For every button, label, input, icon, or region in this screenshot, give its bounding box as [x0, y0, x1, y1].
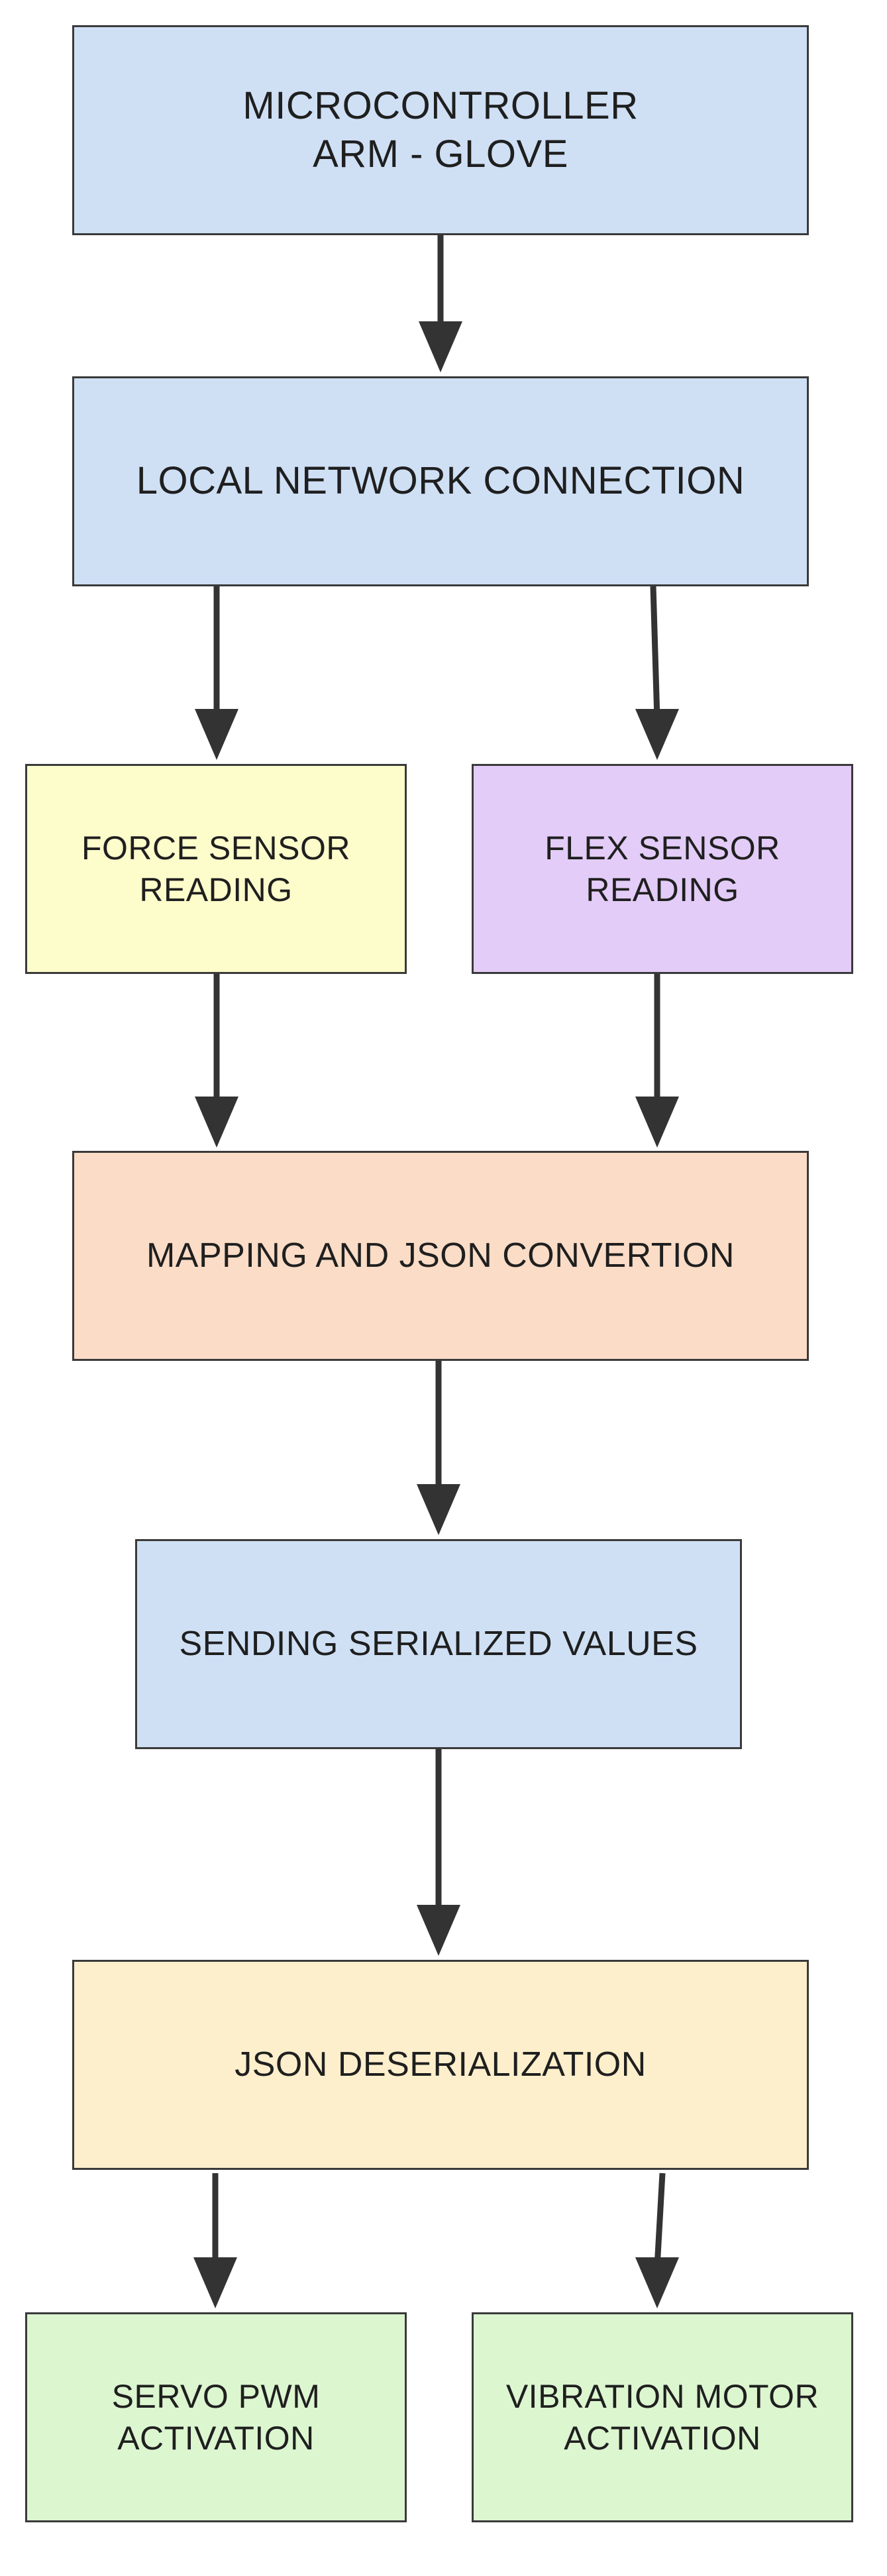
node-label-line: ACTIVATION: [117, 2419, 315, 2457]
node-label-line: SERVO PWM: [111, 2378, 321, 2415]
edge-n5-n6-arrowhead: [417, 1484, 460, 1535]
node-json-deserialization: JSON DESERIALIZATION: [72, 1960, 809, 2170]
node-sending-serialized-values: SENDING SERIALIZED VALUES: [135, 1539, 742, 1749]
node-label-line: LOCAL NETWORK CONNECTION: [136, 459, 745, 503]
edge-n7-n9-line: [654, 2173, 666, 2268]
node-label-line: ACTIVATION: [564, 2419, 761, 2457]
edge-n3-n5-arrowhead: [195, 1097, 238, 1148]
node-label-line: SENDING SERIALIZED VALUES: [179, 1625, 698, 1663]
node-microcontroller-arm-glove: MICROCONTROLLER ARM - GLOVE: [72, 25, 809, 235]
node-label-line: READING: [586, 871, 739, 908]
node-label-line: MAPPING AND JSON CONVERTION: [146, 1236, 735, 1275]
edge-n7-n9: [635, 2173, 679, 2308]
edge-n3-n5: [195, 974, 238, 1148]
edge-n2-n4-line: [650, 586, 660, 720]
node-label-line: MICROCONTROLLER: [242, 84, 639, 127]
edge-n2-n3: [195, 586, 238, 760]
node-label-line: JSON DESERIALIZATION: [235, 2045, 647, 2084]
node-label-line: VIBRATION MOTOR: [505, 2378, 819, 2415]
edge-n2-n3-arrowhead: [195, 709, 238, 760]
edge-n2-n4-arrowhead: [635, 709, 679, 760]
edge-n6-n7-arrowhead: [417, 1905, 460, 1956]
node-label-line: FORCE SENSOR: [81, 830, 351, 867]
edge-n1-n2: [419, 235, 462, 372]
node-label-line: FLEX SENSOR: [545, 830, 780, 867]
edge-n4-n5: [635, 974, 679, 1148]
node-servo-pwm-activation: SERVO PWM ACTIVATION: [25, 2312, 407, 2522]
edge-n6-n7: [417, 1749, 460, 1956]
edge-n7-n9-arrowhead: [635, 2257, 679, 2308]
edge-n4-n5-arrowhead: [635, 1097, 679, 1148]
node-vibration-motor-activation: VIBRATION MOTOR ACTIVATION: [472, 2312, 853, 2522]
edge-n7-n8-arrowhead: [193, 2257, 237, 2308]
node-flex-sensor-reading: FLEX SENSOR READING: [472, 764, 853, 974]
node-mapping-json-convertion: MAPPING AND JSON CONVERTION: [72, 1151, 809, 1361]
node-local-network-connection: LOCAL NETWORK CONNECTION: [72, 376, 809, 586]
edge-n5-n6: [417, 1361, 460, 1535]
node-label-line: READING: [139, 871, 293, 908]
edge-n1-n2-arrowhead: [419, 321, 462, 372]
node-label-line: ARM - GLOVE: [313, 132, 568, 176]
node-force-sensor-reading: FORCE SENSOR READING: [25, 764, 407, 974]
edge-n2-n4: [635, 586, 679, 760]
edge-n7-n8: [193, 2173, 237, 2308]
